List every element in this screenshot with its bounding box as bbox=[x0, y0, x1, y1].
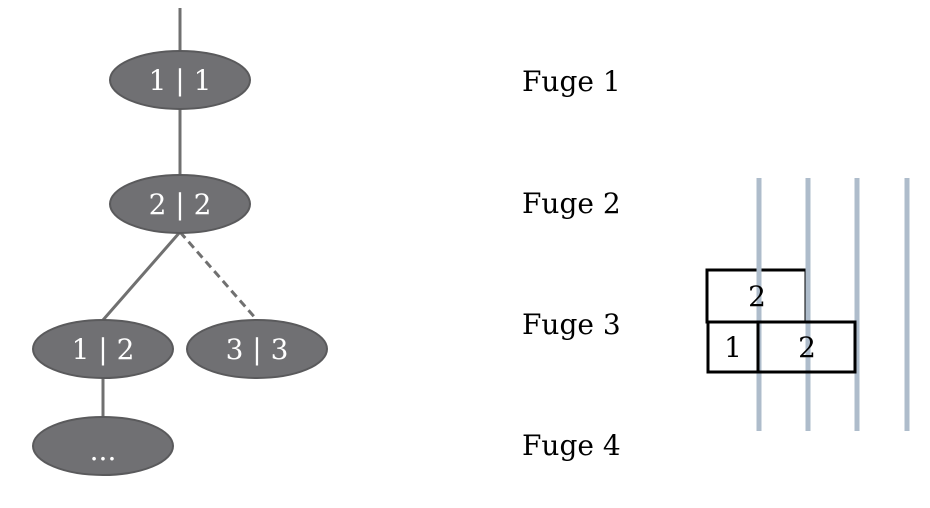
tree-node-ellipsis: ... bbox=[32, 416, 174, 476]
fuge-label-4: Fuge 4 bbox=[522, 429, 621, 462]
block-labels: 2 1 2 bbox=[724, 280, 816, 364]
tree-edges bbox=[101, 8, 259, 418]
block-bottom-2-label: 2 bbox=[798, 331, 816, 364]
tree-node-1-1-label: 1 | 1 bbox=[149, 64, 212, 97]
fuge-label-1: Fuge 1 bbox=[522, 65, 621, 98]
tree-node-ellipsis-label: ... bbox=[90, 434, 117, 467]
fuge-label-2: Fuge 2 bbox=[522, 187, 621, 220]
lane-lines bbox=[756, 178, 910, 431]
tree-node-3-3: 3 | 3 bbox=[186, 319, 328, 379]
block-bottom-1-label: 1 bbox=[724, 331, 742, 364]
tree-node-2-2-label: 2 | 2 bbox=[149, 188, 212, 221]
block-bottom-2 bbox=[756, 320, 857, 374]
tree-node-2-2: 2 | 2 bbox=[109, 174, 251, 234]
block-top-2-label: 2 bbox=[748, 280, 766, 313]
tree-node-1-1: 1 | 1 bbox=[109, 50, 251, 110]
edge-node-2-2-to-node-3-3-dashed bbox=[178, 231, 259, 321]
fuge-label-3: Fuge 3 bbox=[522, 308, 621, 341]
tree-node-1-2-label: 1 | 2 bbox=[72, 333, 135, 366]
fuge-labels: Fuge 1 Fuge 2 Fuge 3 Fuge 4 bbox=[522, 65, 621, 462]
edge-node-2-2-to-node-1-2 bbox=[101, 231, 182, 321]
tree-node-1-2: 1 | 2 bbox=[32, 319, 174, 379]
tree-node-3-3-label: 3 | 3 bbox=[226, 333, 289, 366]
